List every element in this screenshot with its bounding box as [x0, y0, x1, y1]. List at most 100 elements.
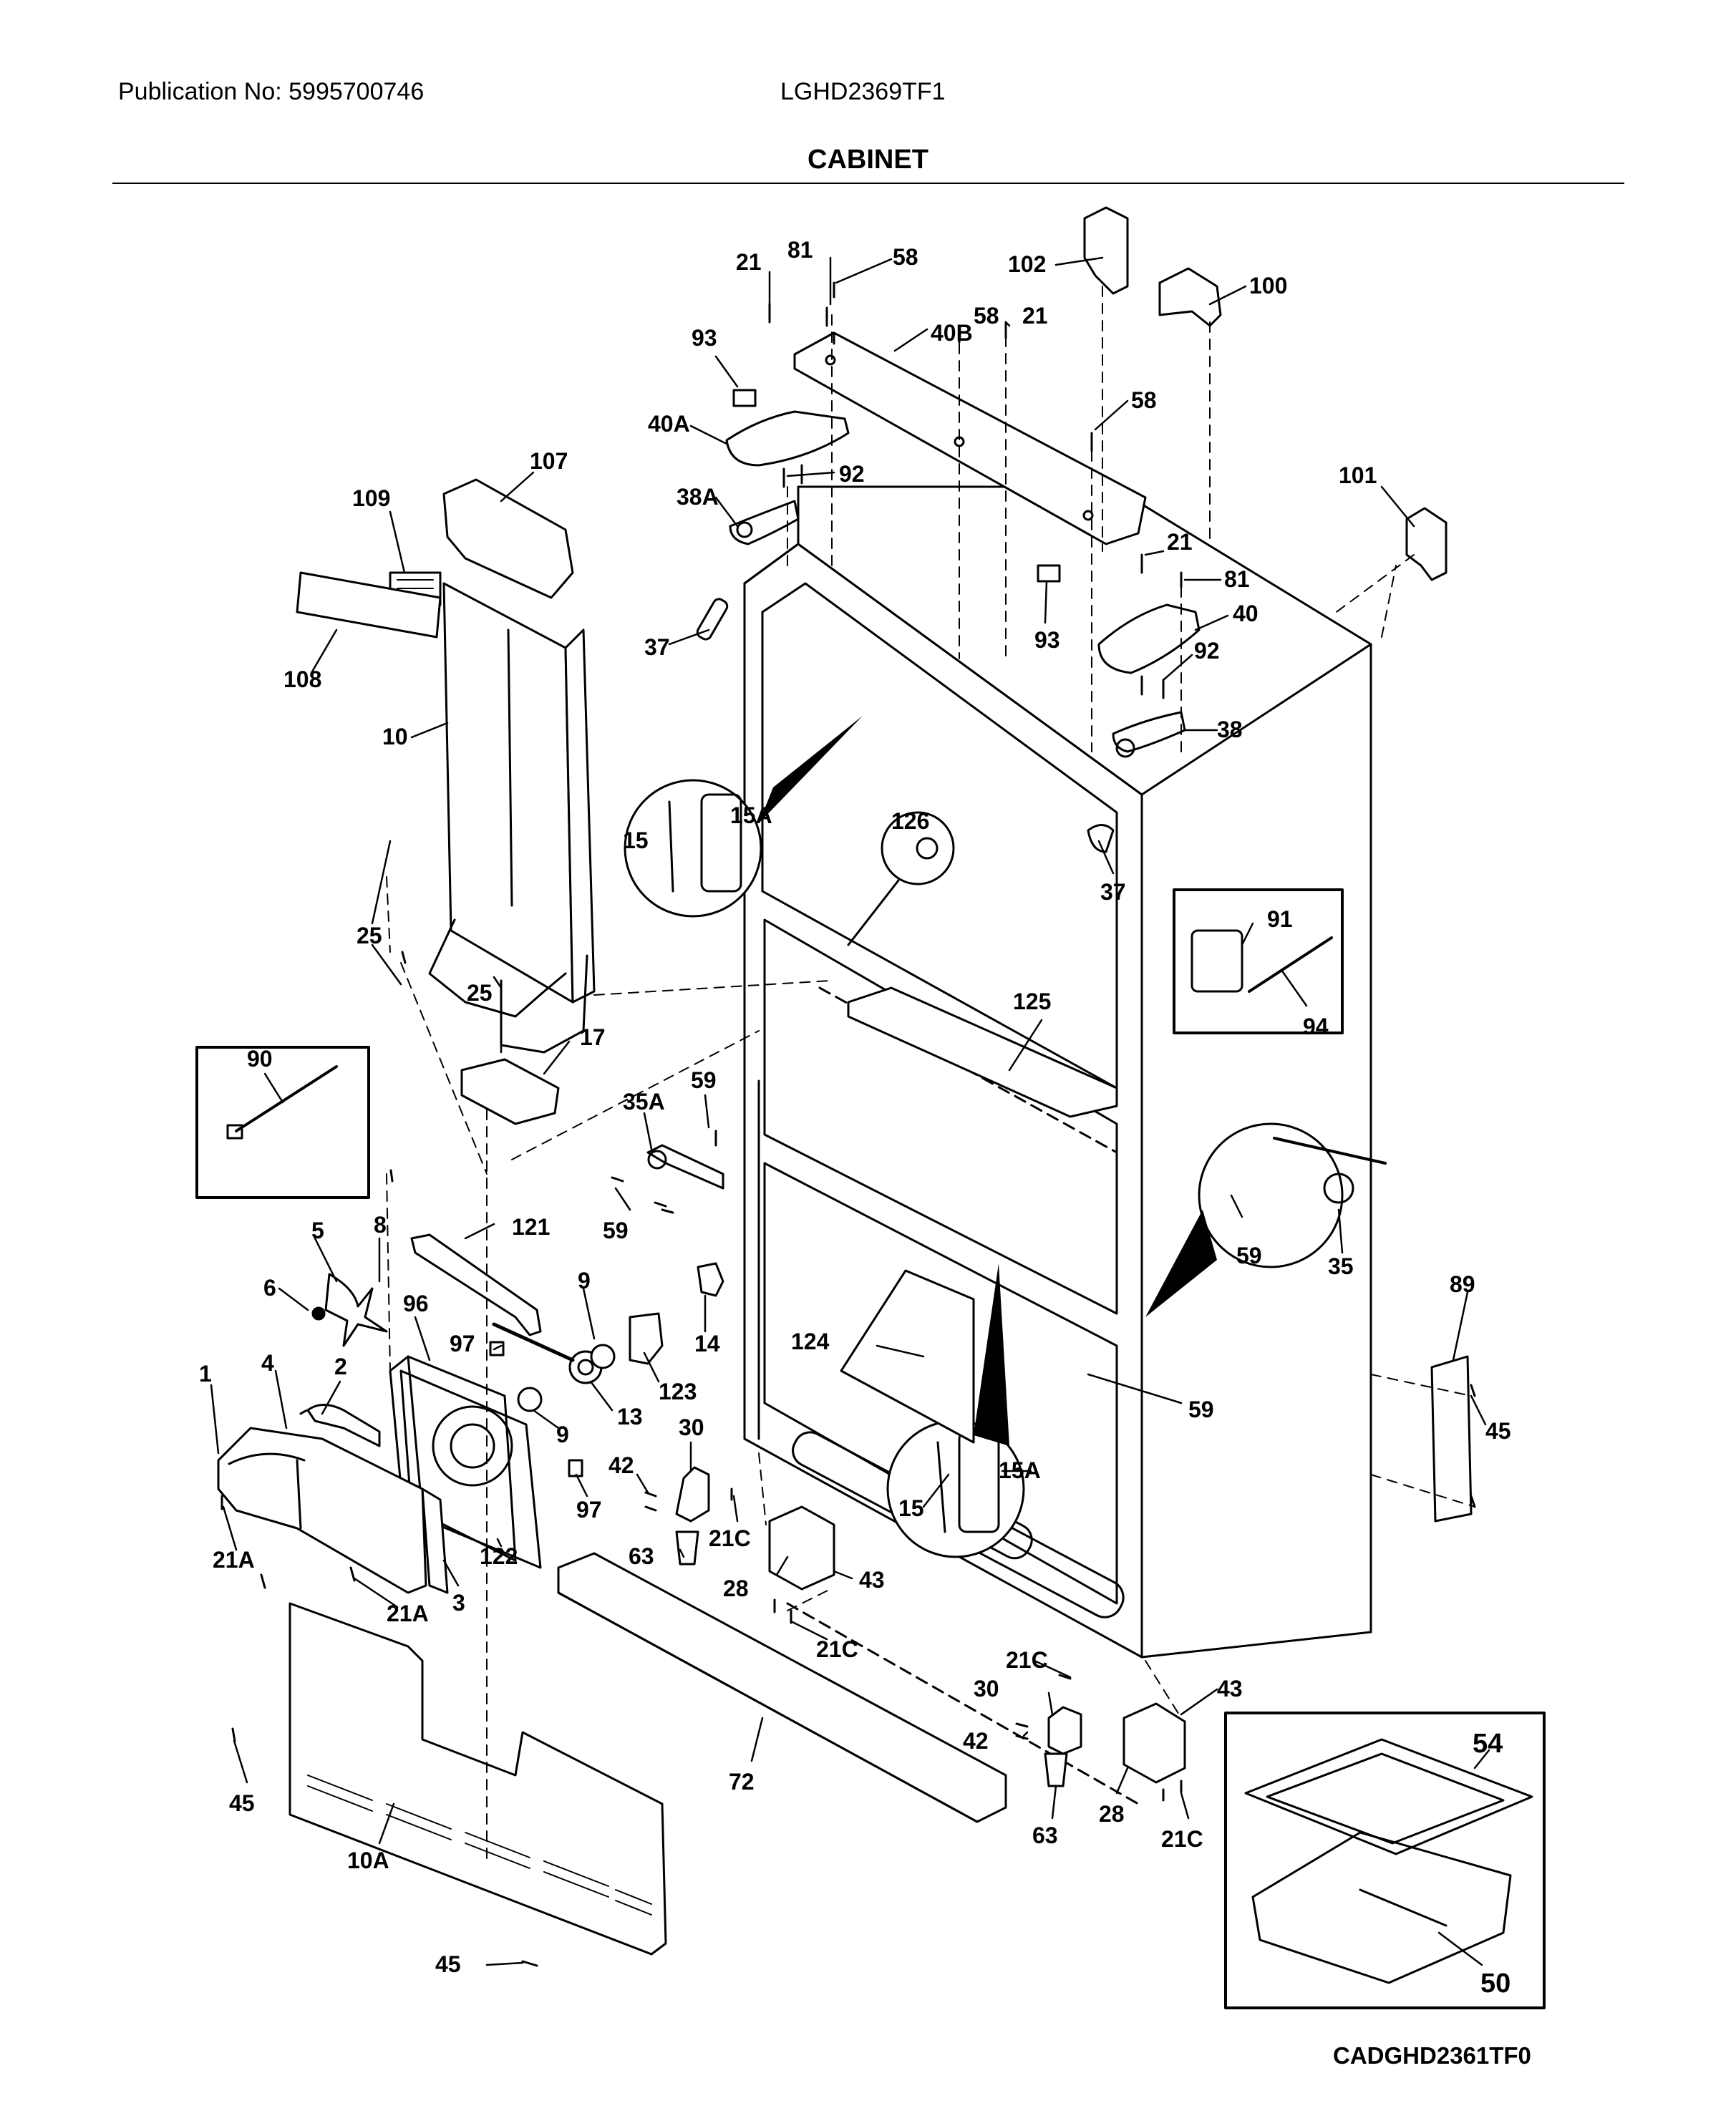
shelf-125	[847, 986, 1118, 1118]
clip-93-mid	[1037, 564, 1061, 583]
callout-63: 63	[629, 1543, 654, 1569]
callout-81: 81	[787, 237, 813, 263]
callout-13: 13	[617, 1404, 643, 1430]
callout-42: 42	[608, 1452, 634, 1478]
callout-1: 1	[199, 1361, 212, 1387]
callout-35: 35	[1328, 1253, 1354, 1279]
diagram-code: CADGHD2361TF0	[1333, 2042, 1531, 2069]
callout-91: 91	[1267, 906, 1293, 932]
inset-box-control	[1224, 1712, 1546, 2009]
callout-43: 43	[859, 1567, 885, 1593]
gasket-122	[399, 1369, 542, 1569]
detail-circle-right	[1198, 1122, 1344, 1268]
callout-21c: 21C	[1161, 1826, 1203, 1852]
callout-30: 30	[974, 1676, 999, 1702]
callout-21a: 21A	[387, 1601, 429, 1626]
callout-92: 92	[839, 461, 865, 487]
callout-35a: 35A	[623, 1089, 665, 1115]
callout-28: 28	[723, 1576, 749, 1601]
callout-40a: 40A	[648, 411, 690, 437]
damper-35a	[646, 1144, 724, 1190]
leveler-63-right	[1044, 1752, 1068, 1787]
callout-96: 96	[403, 1291, 429, 1316]
alignment-lines	[386, 286, 1475, 1862]
callout-107: 107	[530, 448, 568, 474]
hinge-bracket-30-left	[675, 1466, 710, 1523]
bracket-100	[1158, 267, 1222, 327]
callout-21: 21	[736, 249, 762, 275]
callout-50: 50	[1480, 1969, 1510, 1999]
callout-38: 38	[1217, 717, 1243, 742]
air-duct-10	[428, 582, 596, 1054]
air-channel-124	[840, 1269, 975, 1444]
callout-25: 25	[467, 980, 493, 1006]
callout-30: 30	[679, 1414, 704, 1440]
callout-10a: 10A	[347, 1848, 389, 1873]
callout-25: 25	[357, 923, 382, 948]
callout-109: 109	[352, 485, 390, 511]
inset-box-91	[1173, 888, 1344, 1034]
callout-93: 93	[692, 325, 717, 351]
callout-59: 59	[1188, 1397, 1214, 1422]
heater-2	[306, 1404, 381, 1447]
callout-58: 58	[1131, 387, 1157, 413]
callout-38a: 38A	[677, 484, 719, 510]
callout-3: 3	[452, 1590, 465, 1616]
bracket-121	[410, 1233, 542, 1336]
callout-9: 9	[556, 1422, 569, 1447]
model-number: LGHD2369TF1	[780, 78, 946, 105]
callout-42: 42	[963, 1728, 989, 1754]
publication-number: Publication No: 5995700746	[118, 78, 425, 105]
hinge-bracket-30-right	[1047, 1706, 1082, 1755]
bumper-37-right	[1087, 824, 1115, 853]
callout-89: 89	[1450, 1271, 1475, 1297]
callout-40: 40	[1233, 601, 1259, 626]
roller-28-left	[768, 1505, 835, 1591]
hinge-cover-40	[1097, 603, 1201, 674]
callout-21c: 21C	[816, 1636, 858, 1662]
fan-nut-6	[311, 1306, 326, 1321]
callout-126: 126	[891, 808, 929, 834]
callout-125: 125	[1013, 989, 1051, 1014]
callout-123: 123	[659, 1379, 697, 1404]
callout-124: 124	[791, 1329, 830, 1354]
bracket-101	[1405, 507, 1448, 581]
hinge-cover-40a	[725, 410, 850, 467]
callout-9: 9	[578, 1268, 591, 1293]
detail-circle-upper	[624, 779, 762, 918]
filter-108	[296, 571, 442, 639]
callout-45: 45	[229, 1790, 255, 1816]
callout-58: 58	[974, 303, 999, 329]
inset-box-90	[195, 1046, 370, 1199]
hinge-38a	[729, 500, 800, 545]
callout-59: 59	[603, 1218, 629, 1243]
section-title: CABINET	[808, 145, 928, 175]
callout-labels: 21 81 58 102 100 93 40B 58 21 58 40A 92 …	[199, 237, 1511, 1999]
callout-2: 2	[334, 1354, 347, 1379]
roller-28-right	[1122, 1702, 1186, 1784]
grommet-9-upper	[590, 1344, 616, 1369]
duct-cover-107	[442, 478, 574, 599]
callout-72: 72	[729, 1769, 755, 1795]
bracket-14	[697, 1262, 724, 1297]
leader-lines	[210, 256, 1490, 1966]
callout-10: 10	[382, 724, 408, 749]
callout-102: 102	[1008, 251, 1046, 277]
callout-8: 8	[374, 1212, 387, 1238]
callout-21c: 21C	[709, 1525, 751, 1551]
callout-14: 14	[694, 1331, 720, 1356]
callout-101: 101	[1339, 462, 1377, 488]
callout-15a: 15A	[730, 802, 772, 828]
panel-3	[421, 1487, 449, 1594]
callout-97: 97	[576, 1497, 602, 1523]
callout-54: 54	[1473, 1729, 1503, 1759]
callout-59: 59	[1236, 1243, 1262, 1268]
callout-59: 59	[691, 1067, 717, 1093]
fan-motor-13	[492, 1322, 603, 1384]
callout-97: 97	[450, 1331, 475, 1356]
callout-81: 81	[1224, 566, 1250, 592]
callout-28: 28	[1099, 1801, 1125, 1827]
callout-37: 37	[1100, 879, 1126, 905]
callout-45: 45	[1485, 1418, 1511, 1444]
